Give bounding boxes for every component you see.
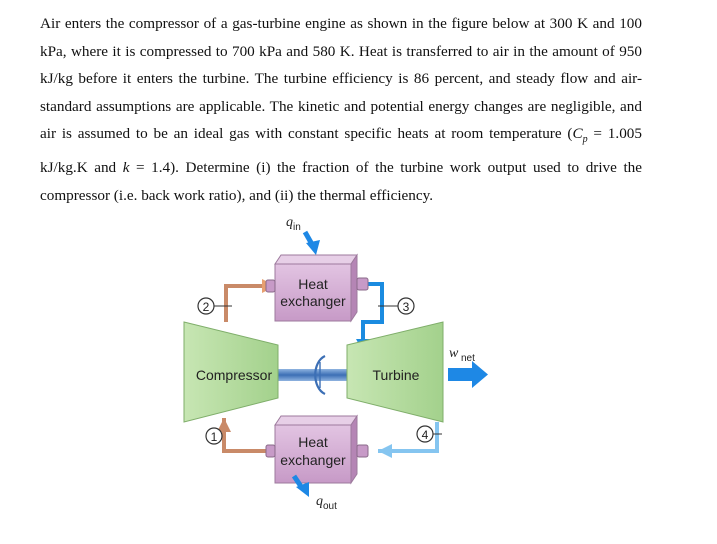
w-net-symbol: w (449, 346, 459, 361)
hx-bottom-line2: exchanger (280, 452, 346, 468)
turbine-label: Turbine (373, 367, 420, 383)
w-net-arrow (448, 368, 472, 381)
cp-subscript: p (582, 134, 588, 146)
heat-exchanger-bottom (274, 424, 352, 484)
problem-text-part2: = 1.005 kJ/kg.K and (40, 125, 642, 176)
state-2-label: 2 (203, 300, 210, 314)
state-marker-4: 4 (416, 425, 442, 443)
hx-top-line1: Heat (298, 276, 328, 292)
problem-text-part1: Air enters the compressor of a gas-turbi… (40, 15, 642, 143)
pipe-exchanger-to-turbine (361, 282, 384, 345)
turbine (346, 321, 444, 423)
q-out-symbol: q (316, 494, 323, 509)
pipe-turbine-to-exchanger (378, 422, 439, 453)
arrow-into-compressor (217, 418, 231, 432)
q-in-symbol: q (286, 215, 293, 230)
compressor-label: Compressor (196, 367, 273, 383)
arrow-into-exchanger-bottom (378, 444, 392, 458)
shaft (275, 369, 360, 381)
hx-top-line2: exchanger (280, 293, 346, 309)
k-symbol: k (122, 159, 130, 176)
state-4-label: 4 (422, 428, 429, 442)
compressor (183, 321, 279, 423)
pipe-compressor-to-exchanger (224, 284, 262, 322)
state-marker-3: 3 (378, 297, 415, 315)
heat-exchanger-top (274, 263, 352, 322)
w-net-subscript: net (461, 353, 475, 364)
q-in-subscript: in (293, 222, 301, 233)
rotation-icon (314, 355, 326, 395)
state-1-label: 1 (211, 430, 218, 444)
hx-bottom-line1: Heat (298, 434, 328, 450)
state-marker-2: 2 (197, 297, 232, 315)
pipe-4-to-1 (222, 440, 270, 453)
problem-text-part3: = 1.4). Determine (i) the fraction of th… (40, 159, 643, 204)
q-out-subscript: out (323, 501, 337, 512)
cp-symbol: C (572, 125, 583, 143)
problem-statement: Air enters the compressor of a gas-turbi… (40, 10, 642, 209)
state-marker-1: 1 (205, 427, 223, 445)
state-3-label: 3 (403, 300, 410, 314)
